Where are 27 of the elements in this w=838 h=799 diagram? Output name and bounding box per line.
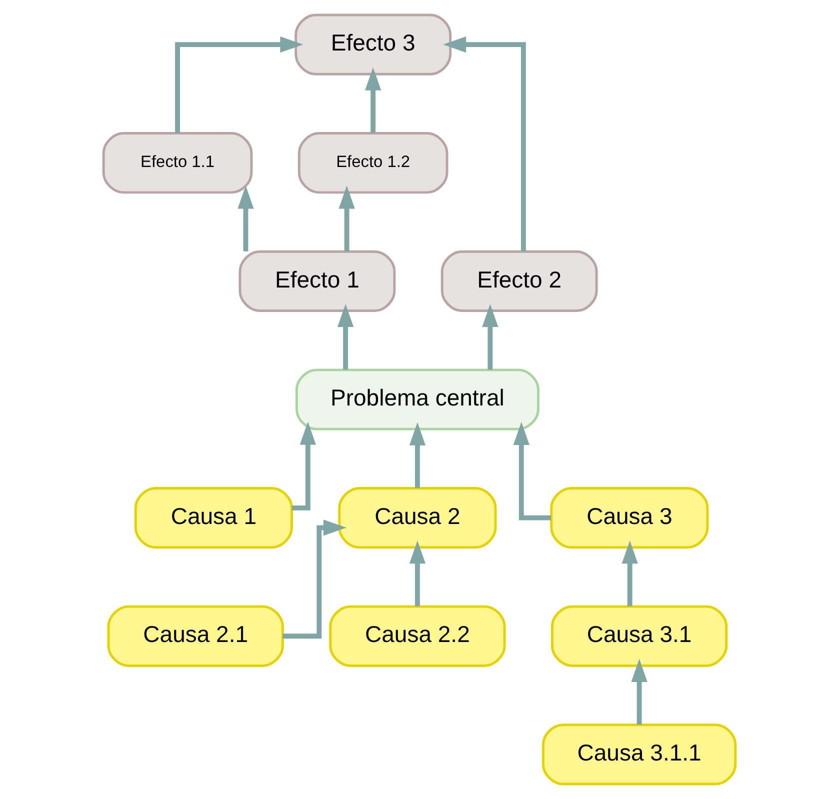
node-box: Causa 2.2	[328, 605, 506, 667]
node-box: Efecto 1.1	[102, 132, 252, 194]
node-box: Causa 2	[338, 487, 496, 549]
arrow	[621, 540, 638, 606]
arrow	[338, 186, 354, 252]
node-box: Causa 3	[550, 487, 708, 549]
node-box: Problema central	[294, 368, 539, 430]
arrow	[336, 304, 354, 370]
arrow	[174, 36, 303, 133]
arrow	[630, 658, 647, 725]
node-box: Efecto 3	[294, 14, 452, 76]
node-box: Efecto 1.2	[297, 132, 448, 194]
node-box: Efecto 2	[440, 250, 598, 312]
arrow	[408, 540, 426, 606]
arrow	[364, 67, 381, 133]
arrow	[237, 186, 254, 252]
node-box: Causa 3.1.1	[541, 724, 736, 786]
arrow	[408, 422, 426, 488]
arrow	[442, 36, 526, 252]
node-box: Efecto 1	[238, 250, 396, 312]
node-box: Causa 1	[134, 487, 292, 549]
node-box: Causa 2.1	[106, 605, 284, 667]
arrow	[482, 304, 498, 370]
arrow	[291, 422, 316, 510]
arrow	[512, 422, 550, 520]
arrow	[282, 520, 346, 639]
node-box: Causa 3.1	[550, 605, 728, 667]
